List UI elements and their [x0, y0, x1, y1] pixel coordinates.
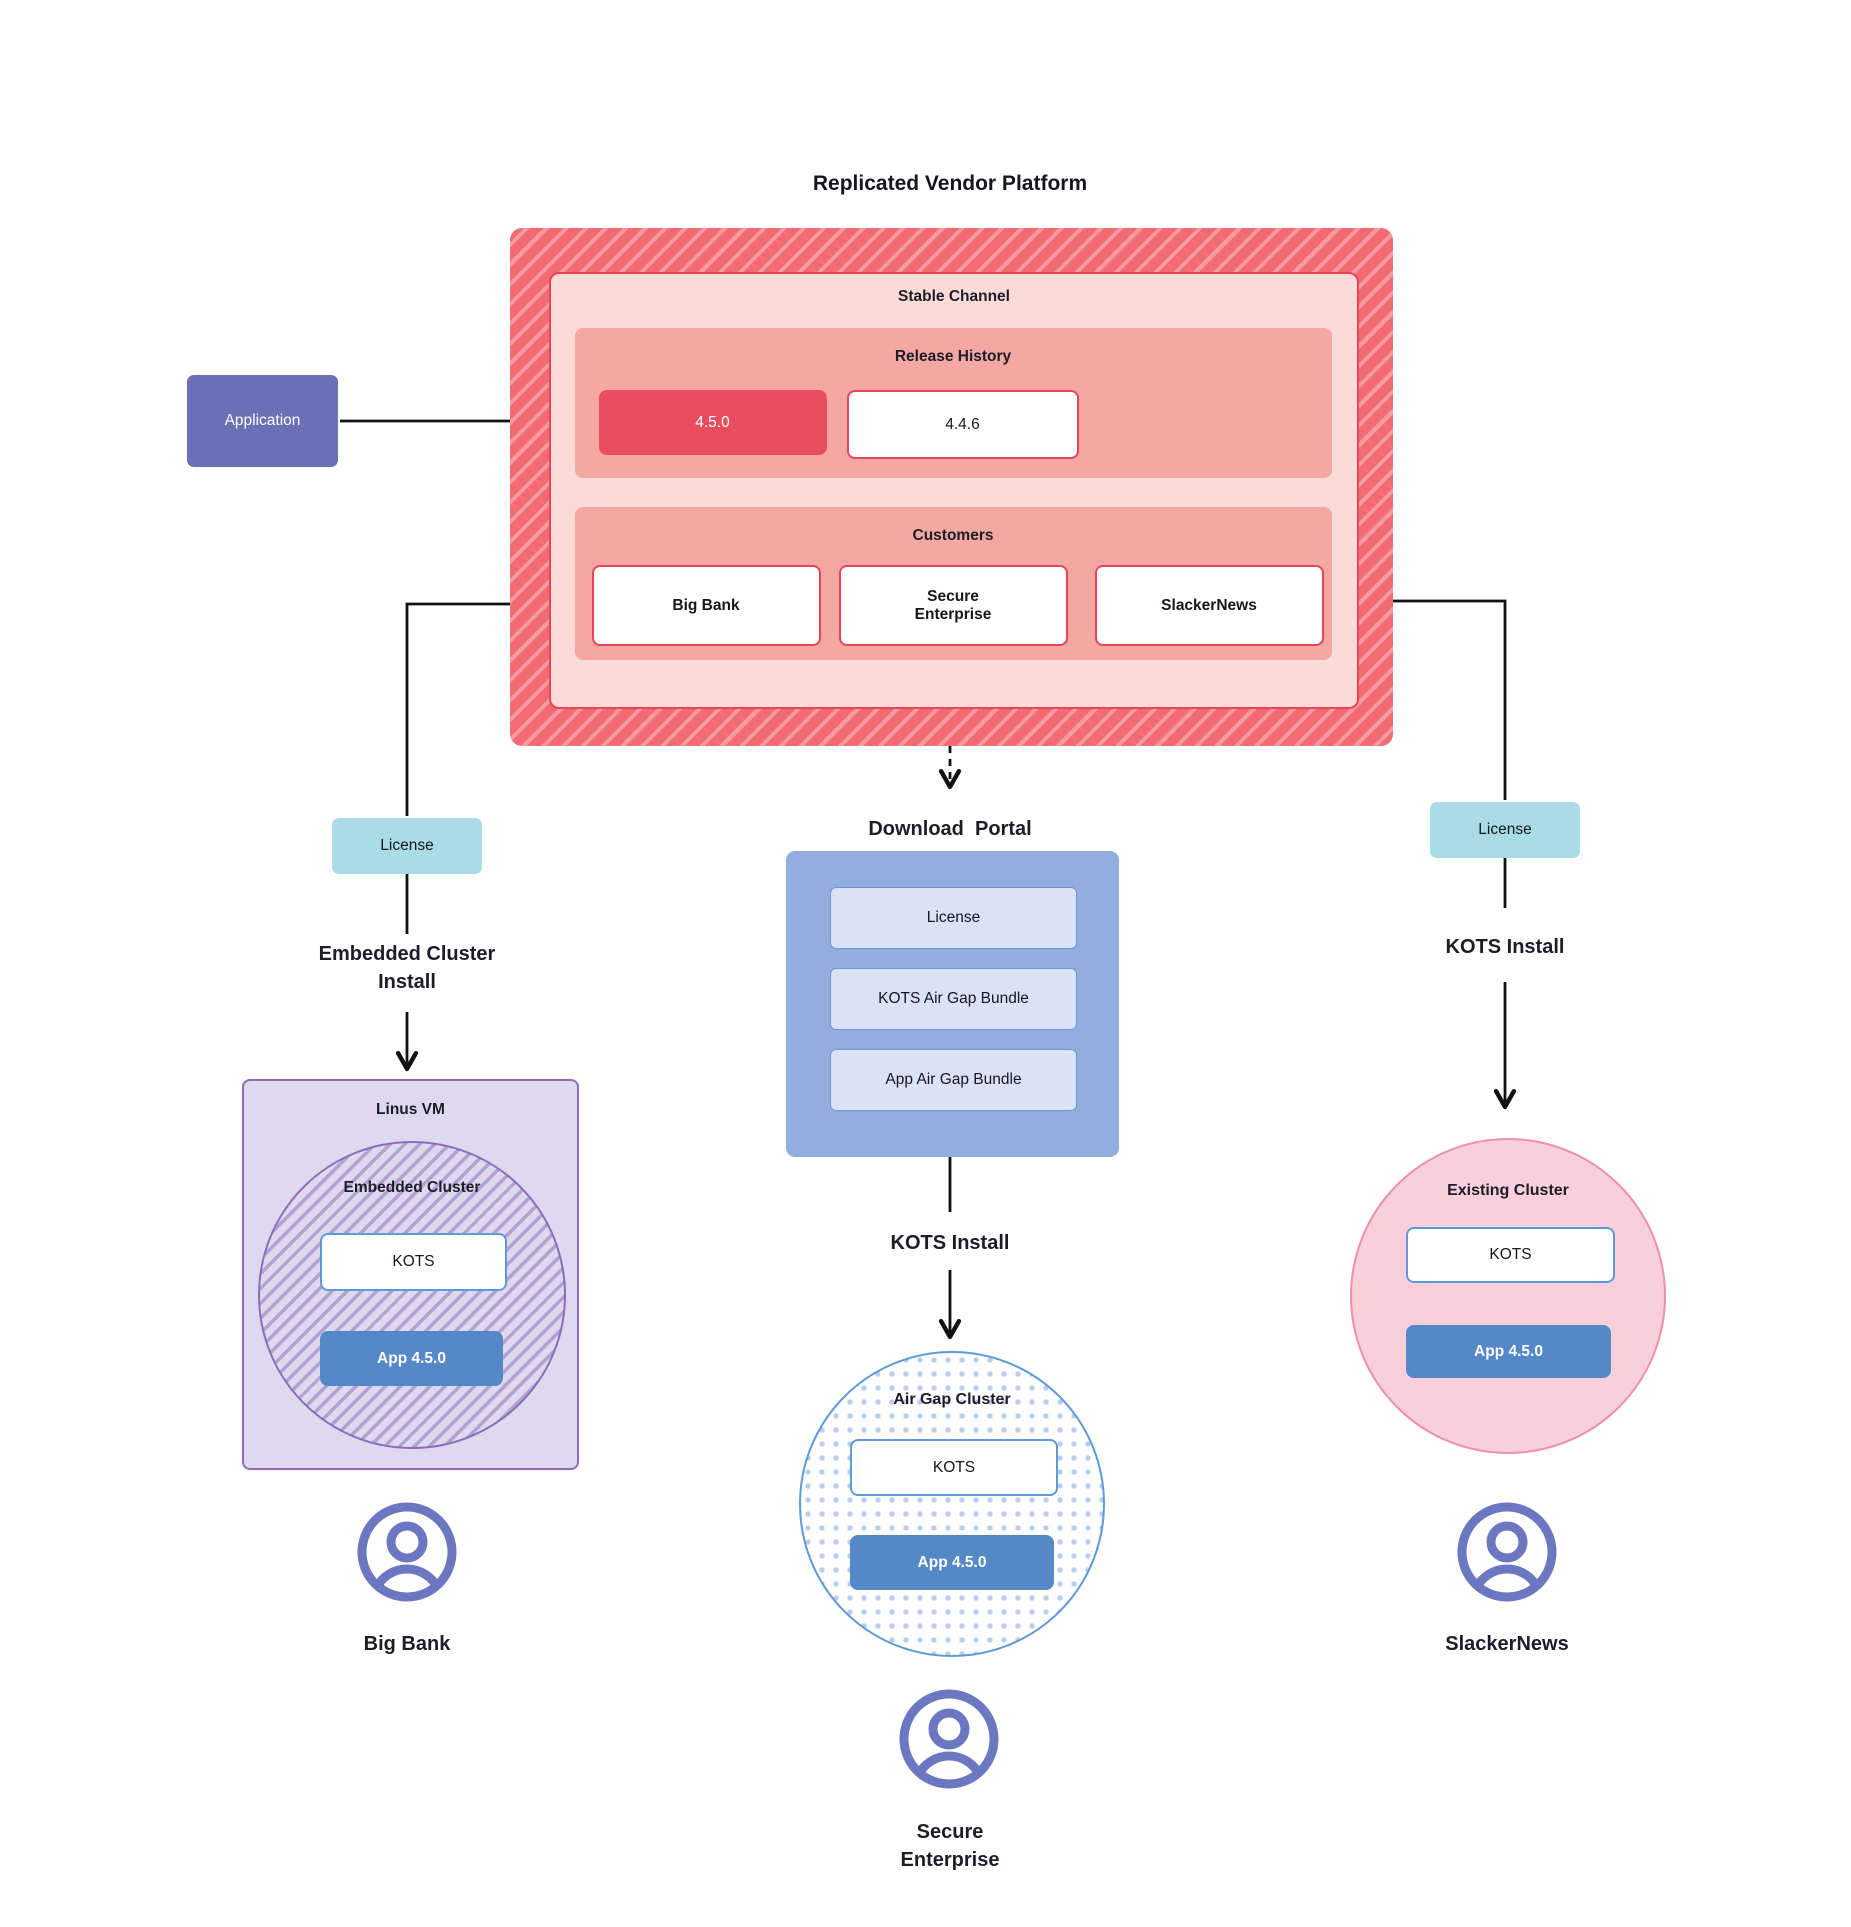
- stable-channel-box: Stable Channel Release History 4.5.0 4.4…: [549, 272, 1359, 709]
- existing-cluster-label: Existing Cluster: [1447, 1182, 1569, 1199]
- release-node-previous: 4.4.6: [846, 390, 1079, 459]
- portal-item-license: License: [830, 887, 1077, 949]
- linus-vm-label: Linus VM: [376, 1101, 445, 1118]
- portal-item-app-airgap-bundle: App Air Gap Bundle: [830, 1049, 1077, 1111]
- user-circle-icon: [1457, 1502, 1557, 1602]
- kots-node-left: KOTS: [320, 1233, 507, 1291]
- license-node-right: License: [1430, 802, 1580, 858]
- user-circle-icon: [899, 1689, 999, 1789]
- user-label-big-bank: Big Bank: [363, 1633, 451, 1655]
- air-gap-cluster-circle: Air Gap Cluster KOTS App 4.5.0: [799, 1351, 1105, 1657]
- customer-name: Big Bank: [672, 596, 740, 614]
- portal-item-kots-airgap-bundle: KOTS Air Gap Bundle: [830, 968, 1077, 1030]
- download-portal-label: Download Portal: [868, 818, 1032, 840]
- customer-name: SlackerNews: [1161, 596, 1257, 614]
- customers-label: Customers: [912, 527, 994, 544]
- air-gap-cluster-label: Air Gap Cluster: [893, 1391, 1011, 1408]
- download-portal-box: License KOTS Air Gap Bundle App Air Gap …: [786, 851, 1119, 1157]
- kots-node-center: KOTS: [850, 1439, 1058, 1496]
- embedded-cluster-circle: Embedded Cluster KOTS App 4.5.0: [258, 1141, 566, 1449]
- vendor-platform-box: Stable Channel Release History 4.5.0 4.4…: [510, 228, 1393, 746]
- application-node: Application: [187, 375, 338, 467]
- kots-node-right: KOTS: [1406, 1227, 1615, 1283]
- release-history-label: Release History: [894, 348, 1012, 365]
- user-circle-icon: [357, 1502, 457, 1602]
- stable-channel-label: Stable Channel: [898, 288, 1010, 305]
- customer-node-slackernews: SlackerNews: [1094, 565, 1324, 646]
- existing-cluster-circle: Existing Cluster KOTS App 4.5.0: [1350, 1138, 1666, 1454]
- app-node-left: App 4.5.0: [320, 1331, 503, 1386]
- release-node-current: 4.5.0: [598, 390, 827, 455]
- kots-install-label-right: KOTS Install: [1445, 936, 1565, 958]
- customer-node-big-bank: Big Bank: [591, 565, 821, 646]
- customer-node-secure-enterprise: Secure Enterprise: [838, 565, 1068, 646]
- customer-name: Secure Enterprise: [914, 587, 992, 623]
- user-label-slackernews: SlackerNews: [1445, 1633, 1569, 1655]
- license-node-left: License: [332, 818, 482, 874]
- app-node-right: App 4.5.0: [1406, 1325, 1611, 1378]
- page-title: Replicated Vendor Platform: [812, 172, 1088, 195]
- embedded-cluster-install-label: Embedded Cluster Install: [318, 943, 496, 993]
- kots-install-label-center: KOTS Install: [890, 1232, 1010, 1254]
- linus-vm-box: Linus VM Embedded Cluster KOTS App 4.5.0: [242, 1079, 579, 1470]
- embedded-cluster-label: Embedded Cluster: [343, 1179, 481, 1196]
- app-node-center: App 4.5.0: [850, 1535, 1054, 1590]
- release-history-box: Release History 4.5.0 4.4.6: [574, 328, 1332, 478]
- user-label-secure-enterprise: Secure Enterprise: [900, 1821, 1000, 1871]
- customers-box: Customers Big Bank Secure Enterprise Sla…: [574, 507, 1332, 660]
